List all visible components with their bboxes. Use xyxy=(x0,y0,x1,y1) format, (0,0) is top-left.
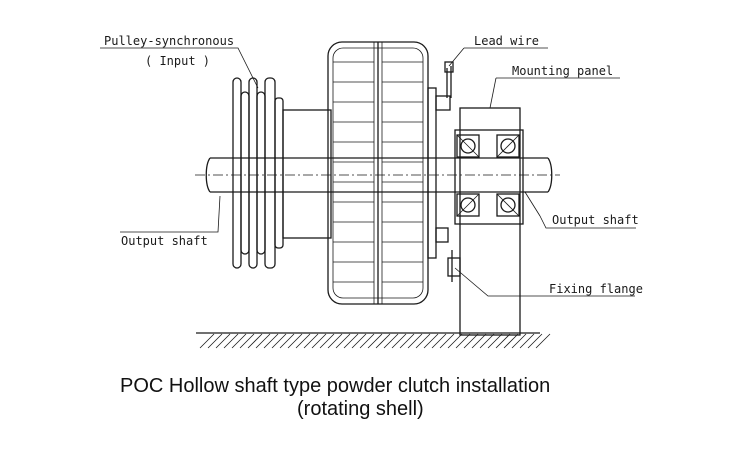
hatch-stroke xyxy=(383,333,399,349)
hatch-stroke xyxy=(207,333,223,349)
hatch-stroke xyxy=(287,333,303,349)
hatch-stroke xyxy=(351,333,367,349)
hatch-stroke xyxy=(375,333,391,349)
pulley-label: Pulley-synchronous xyxy=(104,34,234,48)
hatch-stroke xyxy=(463,333,479,349)
hatch-stroke xyxy=(199,333,215,349)
lead-wire-part xyxy=(427,61,454,259)
hatch-stroke xyxy=(247,333,263,349)
lead-wire-label: Lead wire xyxy=(474,34,539,48)
hatch-stroke xyxy=(527,333,543,349)
hatch-stroke xyxy=(255,333,271,349)
mounting-panel xyxy=(447,107,524,336)
hatch-stroke xyxy=(487,333,503,349)
mounting-panel-label: Mounting panel xyxy=(512,64,613,78)
hatch-stroke xyxy=(519,333,535,349)
ground-hatching xyxy=(199,333,551,349)
hatch-stroke xyxy=(471,333,487,349)
fixing-flange-label: Fixing flange xyxy=(549,282,643,296)
hatch-stroke xyxy=(335,333,351,349)
output-shaft-right-label: Output shaft xyxy=(552,213,639,227)
hatch-stroke xyxy=(455,333,471,349)
hatch-stroke xyxy=(511,333,527,349)
hatch-stroke xyxy=(279,333,295,349)
hatch-stroke xyxy=(239,333,255,349)
hatch-stroke xyxy=(447,333,463,349)
pulley-input-label: ( Input ) xyxy=(145,54,210,68)
hatch-stroke xyxy=(359,333,375,349)
hatch-stroke xyxy=(479,333,495,349)
leader-lines xyxy=(100,47,636,297)
hatch-stroke xyxy=(311,333,327,349)
hatch-stroke xyxy=(343,333,359,349)
pulley xyxy=(232,77,284,269)
clutch-fins xyxy=(333,61,423,283)
hatch-stroke xyxy=(423,333,439,349)
clutch-body xyxy=(327,41,429,305)
hatch-stroke xyxy=(503,333,519,349)
hatch-stroke xyxy=(495,333,511,349)
hatch-stroke xyxy=(215,333,231,349)
hatch-stroke xyxy=(319,333,335,349)
ground xyxy=(196,332,551,349)
hatch-stroke xyxy=(431,333,447,349)
caption-title: POC Hollow shaft type powder clutch inst… xyxy=(120,375,550,397)
hub xyxy=(282,109,332,239)
hatch-stroke xyxy=(415,333,431,349)
output-shaft-left-label: Output shaft xyxy=(121,234,208,248)
hatch-stroke xyxy=(223,333,239,349)
hatch-stroke xyxy=(439,333,455,349)
caption-subtitle: (rotating shell) xyxy=(297,398,424,420)
hatch-stroke xyxy=(407,333,423,349)
hatch-stroke xyxy=(391,333,407,349)
hatch-stroke xyxy=(327,333,343,349)
hatch-stroke xyxy=(367,333,383,349)
hatch-stroke xyxy=(303,333,319,349)
hatch-stroke xyxy=(399,333,415,349)
hatch-stroke xyxy=(231,333,247,349)
hatch-stroke xyxy=(263,333,279,349)
hatch-stroke xyxy=(295,333,311,349)
hatch-stroke xyxy=(535,333,551,349)
hatch-stroke xyxy=(271,333,287,349)
